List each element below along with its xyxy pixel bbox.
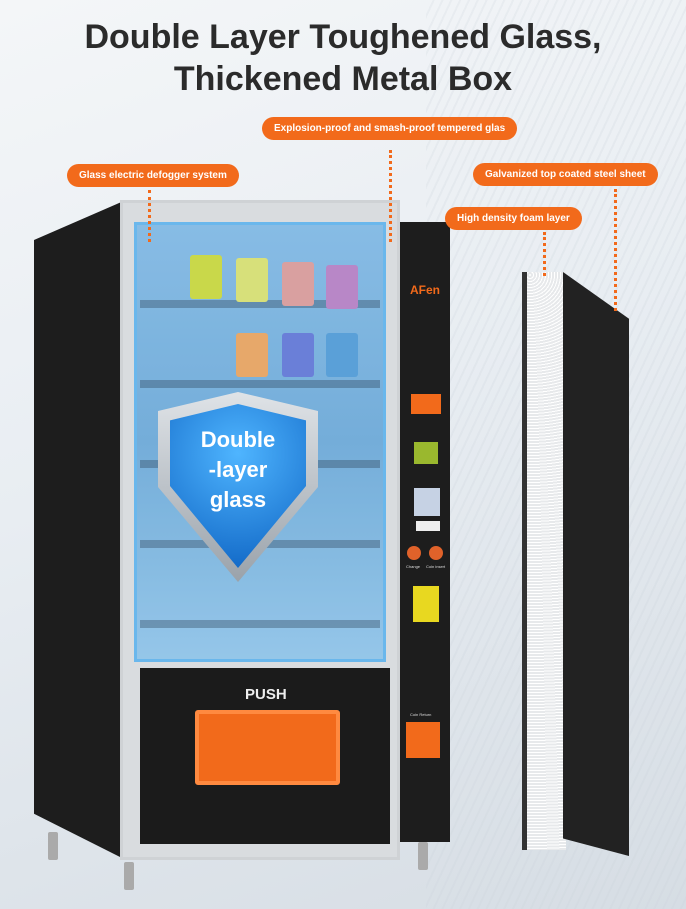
callout-foam-layer: High density foam layer (445, 207, 582, 230)
coin-insert-label: Coin insert (426, 564, 446, 569)
product (282, 262, 314, 306)
badge-line2: -layer (208, 457, 268, 482)
callout-leader (614, 189, 617, 311)
product (236, 333, 268, 377)
leg (124, 862, 134, 890)
headline-line1: Double Layer Toughened Glass, (84, 18, 602, 56)
badge-line1: Double (200, 427, 276, 452)
bill-acceptor[interactable] (414, 442, 438, 464)
foam-layer-cross-section (522, 272, 566, 850)
product (326, 333, 358, 377)
coin-return-label: Coin Return (410, 712, 432, 717)
push-label: PUSH (245, 686, 287, 703)
callout-tempered-glass: Explosion-proof and smash-proof tempered… (262, 117, 518, 140)
card-reader[interactable] (411, 394, 441, 414)
product (190, 255, 222, 299)
callout-leader (389, 150, 392, 242)
display (416, 521, 440, 531)
callout-leader (148, 190, 151, 242)
badge-line3: glass (209, 487, 267, 512)
cabinet-side (34, 200, 126, 860)
shelf (140, 300, 380, 308)
pickup-door[interactable] (195, 710, 340, 785)
change-button[interactable] (407, 546, 421, 560)
headline-line2: Thickened Metal Box (173, 60, 513, 98)
callout-steel-sheet: Galvanized top coated steel sheet (473, 163, 658, 186)
change-label: Change (406, 564, 421, 569)
leg (418, 842, 428, 870)
coin-insert-button[interactable] (429, 546, 443, 560)
keypad[interactable] (414, 488, 440, 516)
shelf (140, 380, 380, 388)
callout-defogger: Glass electric defogger system (67, 164, 239, 187)
leg (48, 832, 58, 860)
product (282, 333, 314, 377)
shelf (140, 620, 380, 628)
callout-leader (543, 232, 546, 276)
coin-return[interactable] (406, 722, 440, 758)
coin-slot[interactable] (413, 586, 439, 622)
product (326, 265, 358, 309)
product (236, 258, 268, 302)
steel-sheet-cross-section (563, 272, 629, 856)
brand-logo: AFen (410, 283, 440, 297)
